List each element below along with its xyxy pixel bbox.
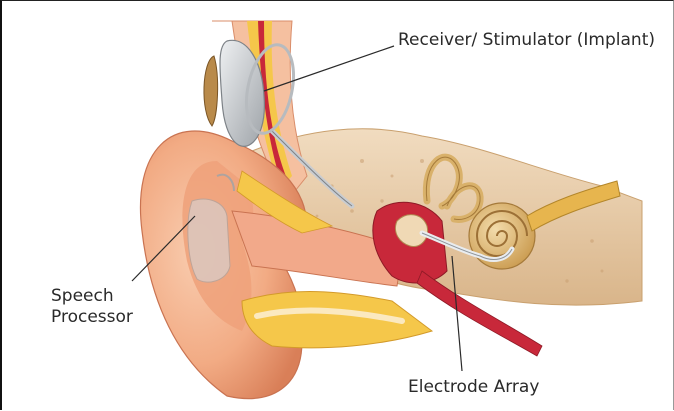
label-receiver-stimulator: Receiver/ Stimulator (Implant)	[398, 30, 655, 51]
label-speech-processor: Speech Processor	[51, 286, 133, 328]
external-magnet	[204, 56, 218, 126]
label-speech-line2: Processor	[51, 307, 133, 328]
label-speech-line1: Speech	[51, 286, 133, 307]
speech-processor	[188, 199, 230, 282]
label-electrode-array: Electrode Array	[408, 377, 539, 398]
